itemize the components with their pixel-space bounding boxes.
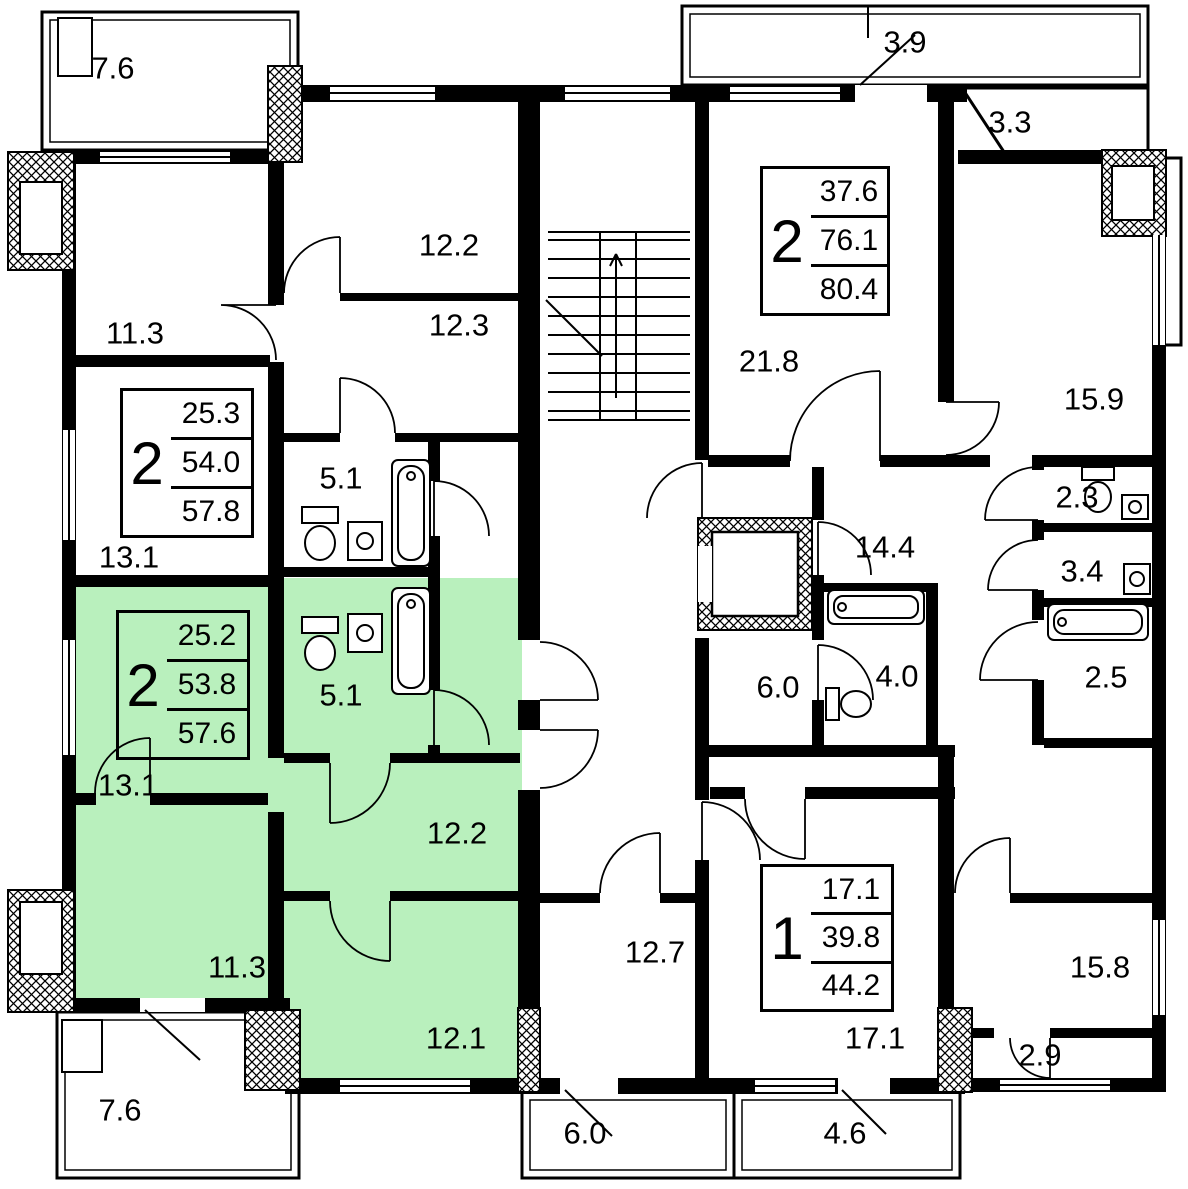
apartment-info-box: 2 37.6 76.1 80.4 [760, 166, 890, 316]
room-area-label: 21.8 [738, 343, 800, 379]
elevator-shaft [697, 517, 813, 631]
toilet-icon [825, 687, 840, 721]
apartment-room-count: 2 [130, 429, 164, 497]
hatched-wall-blocks [7, 65, 1167, 1093]
apartment-area-value: 76.1 [811, 218, 887, 267]
apartment-areas: 25.3 54.0 57.8 [171, 391, 251, 535]
apartment-room-count: 2 [126, 651, 160, 719]
living-area-value: 25.2 [167, 613, 247, 662]
room-area-label: 12.3 [428, 307, 490, 343]
living-area-value: 17.1 [811, 867, 891, 916]
room-area-label: 3.3 [988, 104, 1032, 140]
living-area-value: 25.3 [171, 391, 251, 440]
room-area-label: 5.1 [319, 460, 363, 496]
apartment-info-box-highlighted[interactable]: 2 25.2 53.8 57.6 [116, 610, 250, 760]
staircase [545, 231, 690, 421]
room-area-label: 17.1 [844, 1020, 906, 1056]
room-area-label: 14.4 [854, 529, 916, 565]
room-area-label: 3.9 [883, 24, 927, 60]
toilet-icon [301, 506, 339, 524]
room-area-label: 4.0 [875, 658, 919, 694]
room-area-label: 6.0 [563, 1115, 607, 1151]
room-area-label: 11.3 [105, 315, 165, 351]
balconies [40, 4, 1183, 1180]
sink-icon [347, 613, 383, 653]
room-area-label: 2.5 [1084, 659, 1128, 695]
room-area-label: 3.4 [1060, 553, 1104, 589]
total-area-value: 57.6 [177, 717, 237, 750]
apartment-info-box: 1 17.1 39.8 44.2 [760, 864, 894, 1012]
room-area-label: 5.1 [319, 677, 363, 713]
apartment-area-value: 54.0 [171, 440, 251, 489]
highlighted-apartment-region[interactable] [68, 578, 522, 1092]
total-area-value: 80.4 [819, 273, 879, 306]
apartment-area-value: 53.8 [167, 662, 247, 711]
living-area-value: 37.6 [811, 169, 887, 218]
door-swings [94, 236, 1051, 1079]
room-area-label: 2.3 [1055, 479, 1099, 515]
room-area-label: 12.2 [418, 227, 480, 263]
apartment-room-count: 2 [770, 207, 804, 275]
toilet-icon [1081, 466, 1115, 481]
apartment-room-count: 1 [770, 904, 804, 972]
apartment-areas: 17.1 39.8 44.2 [811, 867, 891, 1009]
toilet-icon [301, 616, 339, 634]
room-area-label: 4.6 [823, 1115, 867, 1151]
apartment-areas: 37.6 76.1 80.4 [811, 169, 887, 313]
room-area-label: 13.1 [97, 767, 159, 803]
room-area-label: 12.7 [624, 934, 686, 970]
room-area-label: 12.2 [426, 815, 488, 851]
room-area-label: 7.6 [91, 50, 135, 86]
room-area-label: 6.0 [756, 669, 800, 705]
room-area-label: 15.8 [1069, 949, 1131, 985]
room-area-label: 7.6 [98, 1092, 142, 1128]
room-area-label: 12.1 [425, 1020, 487, 1056]
bathroom-fixtures [301, 459, 1151, 721]
room-area-label: 2.9 [1018, 1037, 1062, 1073]
apartment-info-box: 2 25.3 54.0 57.8 [120, 388, 254, 538]
room-area-label: 13.1 [98, 539, 160, 575]
apartment-areas: 25.2 53.8 57.6 [167, 613, 247, 757]
total-area-value: 57.8 [181, 495, 241, 528]
windows [63, 34, 1165, 1137]
total-area-value: 44.2 [821, 969, 881, 1003]
room-area-label: 15.9 [1063, 381, 1125, 417]
apartment-area-value: 39.8 [811, 915, 891, 964]
room-area-label: 11.3 [207, 949, 267, 985]
